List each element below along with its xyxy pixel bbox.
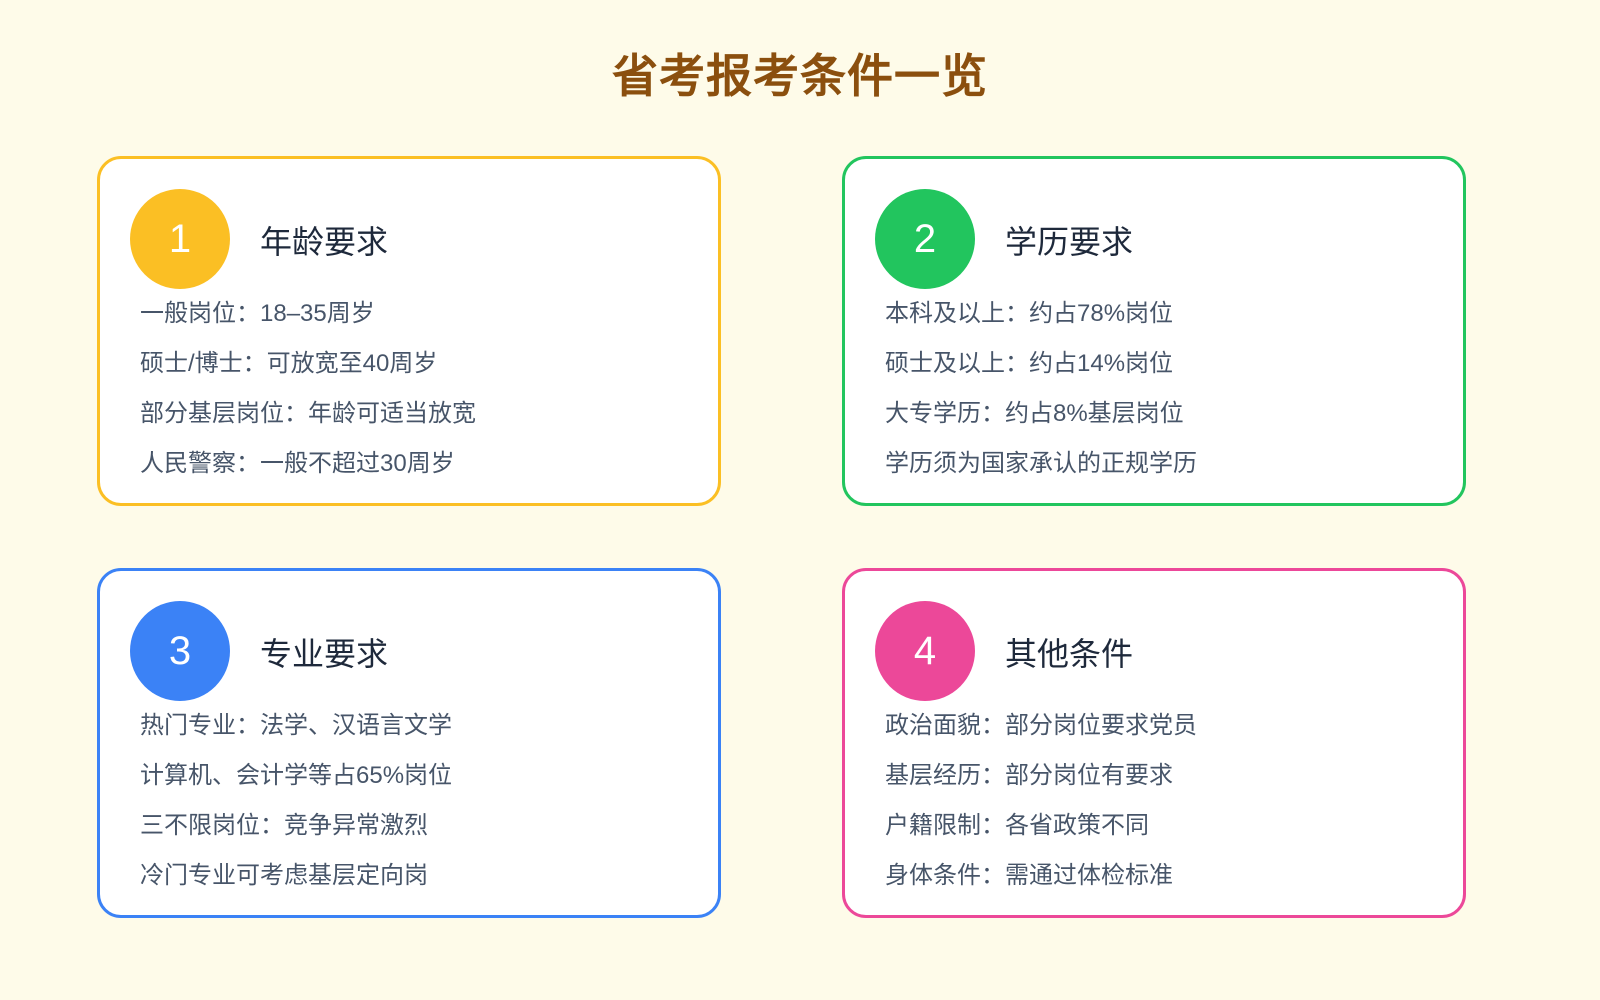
card-education-requirements: 2 学历要求 本科及以上：约占78%岗位 硕士及以上：约占14%岗位 大专学历：… — [842, 156, 1466, 506]
list-item: 一般岗位：18–35周岁 — [140, 300, 375, 327]
number-badge: 4 — [875, 601, 975, 701]
card-title: 学历要求 — [1005, 224, 1134, 260]
list-item: 政治面貌：部分岗位要求党员 — [885, 712, 1197, 739]
list-item: 硕士/博士：可放宽至40周岁 — [140, 350, 438, 377]
card-other-conditions: 4 其他条件 政治面貌：部分岗位要求党员 基层经历：部分岗位有要求 户籍限制：各… — [842, 568, 1466, 918]
list-item: 大专学历：约占8%基层岗位 — [885, 400, 1184, 427]
list-item: 热门专业：法学、汉语言文学 — [140, 712, 452, 739]
list-item: 户籍限制：各省政策不同 — [885, 812, 1149, 839]
list-item: 冷门专业可考虑基层定向岗 — [140, 862, 428, 889]
requirement-list: 政治面貌：部分岗位要求党员 基层经历：部分岗位有要求 户籍限制：各省政策不同 身… — [885, 701, 1197, 901]
card-major-requirements: 3 专业要求 热门专业：法学、汉语言文学 计算机、会计学等占65%岗位 三不限岗… — [97, 568, 721, 918]
card-title: 专业要求 — [260, 636, 389, 672]
list-item: 基层经历：部分岗位有要求 — [885, 762, 1173, 789]
page-title: 省考报考条件一览 — [612, 50, 988, 102]
requirement-list: 一般岗位：18–35周岁 硕士/博士：可放宽至40周岁 部分基层岗位：年龄可适当… — [140, 289, 476, 489]
list-item: 硕士及以上：约占14%岗位 — [885, 350, 1174, 377]
requirement-list: 本科及以上：约占78%岗位 硕士及以上：约占14%岗位 大专学历：约占8%基层岗… — [885, 289, 1197, 489]
list-item: 本科及以上：约占78%岗位 — [885, 300, 1174, 327]
list-item: 身体条件：需通过体检标准 — [885, 862, 1173, 889]
list-item: 计算机、会计学等占65%岗位 — [140, 762, 453, 789]
number-badge: 3 — [130, 601, 230, 701]
card-title: 年龄要求 — [260, 224, 389, 260]
list-item: 人民警察：一般不超过30周岁 — [140, 450, 455, 477]
card-age-requirements: 1 年龄要求 一般岗位：18–35周岁 硕士/博士：可放宽至40周岁 部分基层岗… — [97, 156, 721, 506]
list-item: 三不限岗位：竞争异常激烈 — [140, 812, 428, 839]
requirement-list: 热门专业：法学、汉语言文学 计算机、会计学等占65%岗位 三不限岗位：竞争异常激… — [140, 701, 452, 901]
list-item: 学历须为国家承认的正规学历 — [885, 450, 1197, 477]
card-title: 其他条件 — [1005, 636, 1134, 672]
number-badge: 2 — [875, 189, 975, 289]
list-item: 部分基层岗位：年龄可适当放宽 — [140, 400, 476, 427]
number-badge: 1 — [130, 189, 230, 289]
